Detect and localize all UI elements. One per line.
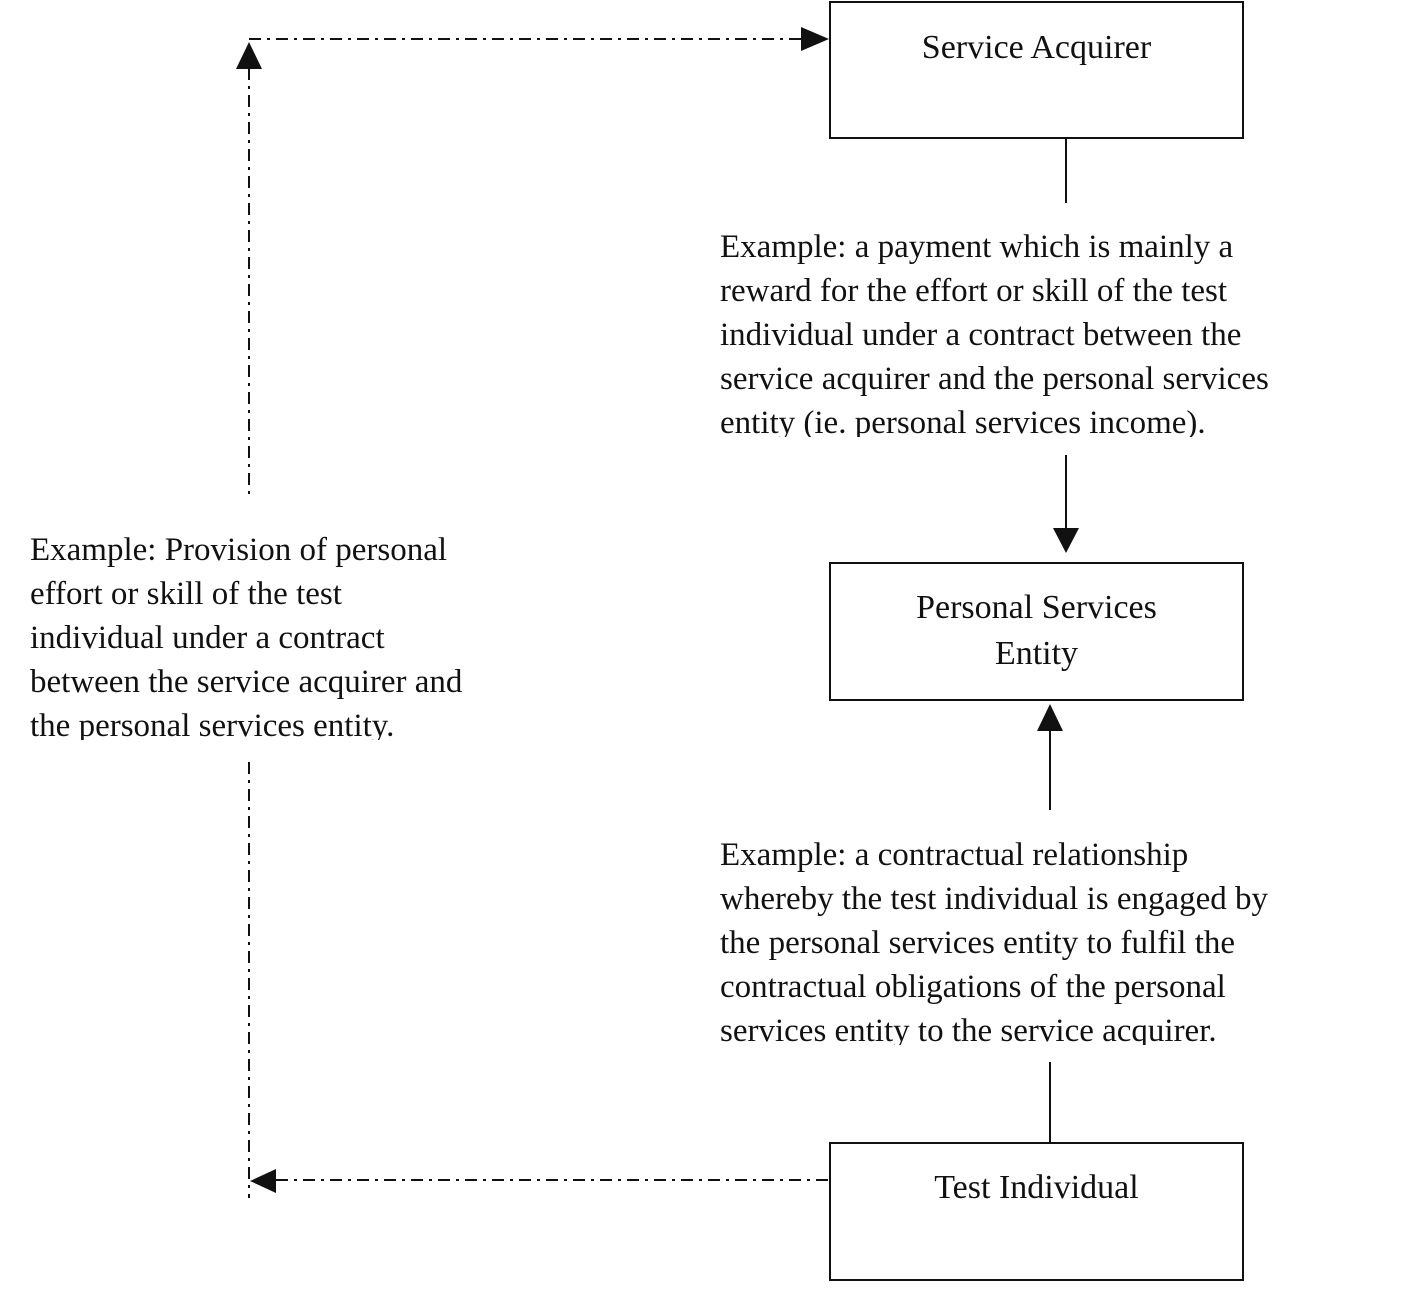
arrowhead-up-on-margin — [236, 42, 262, 69]
arrowhead-down-to-entity — [1053, 528, 1079, 553]
arrowhead-left-to-margin — [250, 1169, 276, 1193]
service-acquirer-label: Service Acquirer — [921, 29, 1152, 66]
arrowhead-right-to-acquirer — [801, 27, 829, 51]
service-acquirer-box: Service Acquirer — [829, 1, 1244, 139]
personal-services-entity-label: Personal Services Entity — [916, 589, 1157, 672]
test-individual-label: Test Individual — [934, 1169, 1139, 1206]
test-individual-box: Test Individual — [829, 1142, 1244, 1281]
payment-example-note: Example: a payment which is mainly a rew… — [720, 225, 1380, 437]
personal-services-entity-box: Personal Services Entity — [829, 562, 1244, 701]
provision-example-note: Example: Provision of personal effort or… — [30, 528, 570, 740]
contractual-relationship-note: Example: a contractual relationship wher… — [720, 833, 1380, 1045]
arrowhead-up-to-entity — [1037, 704, 1063, 731]
